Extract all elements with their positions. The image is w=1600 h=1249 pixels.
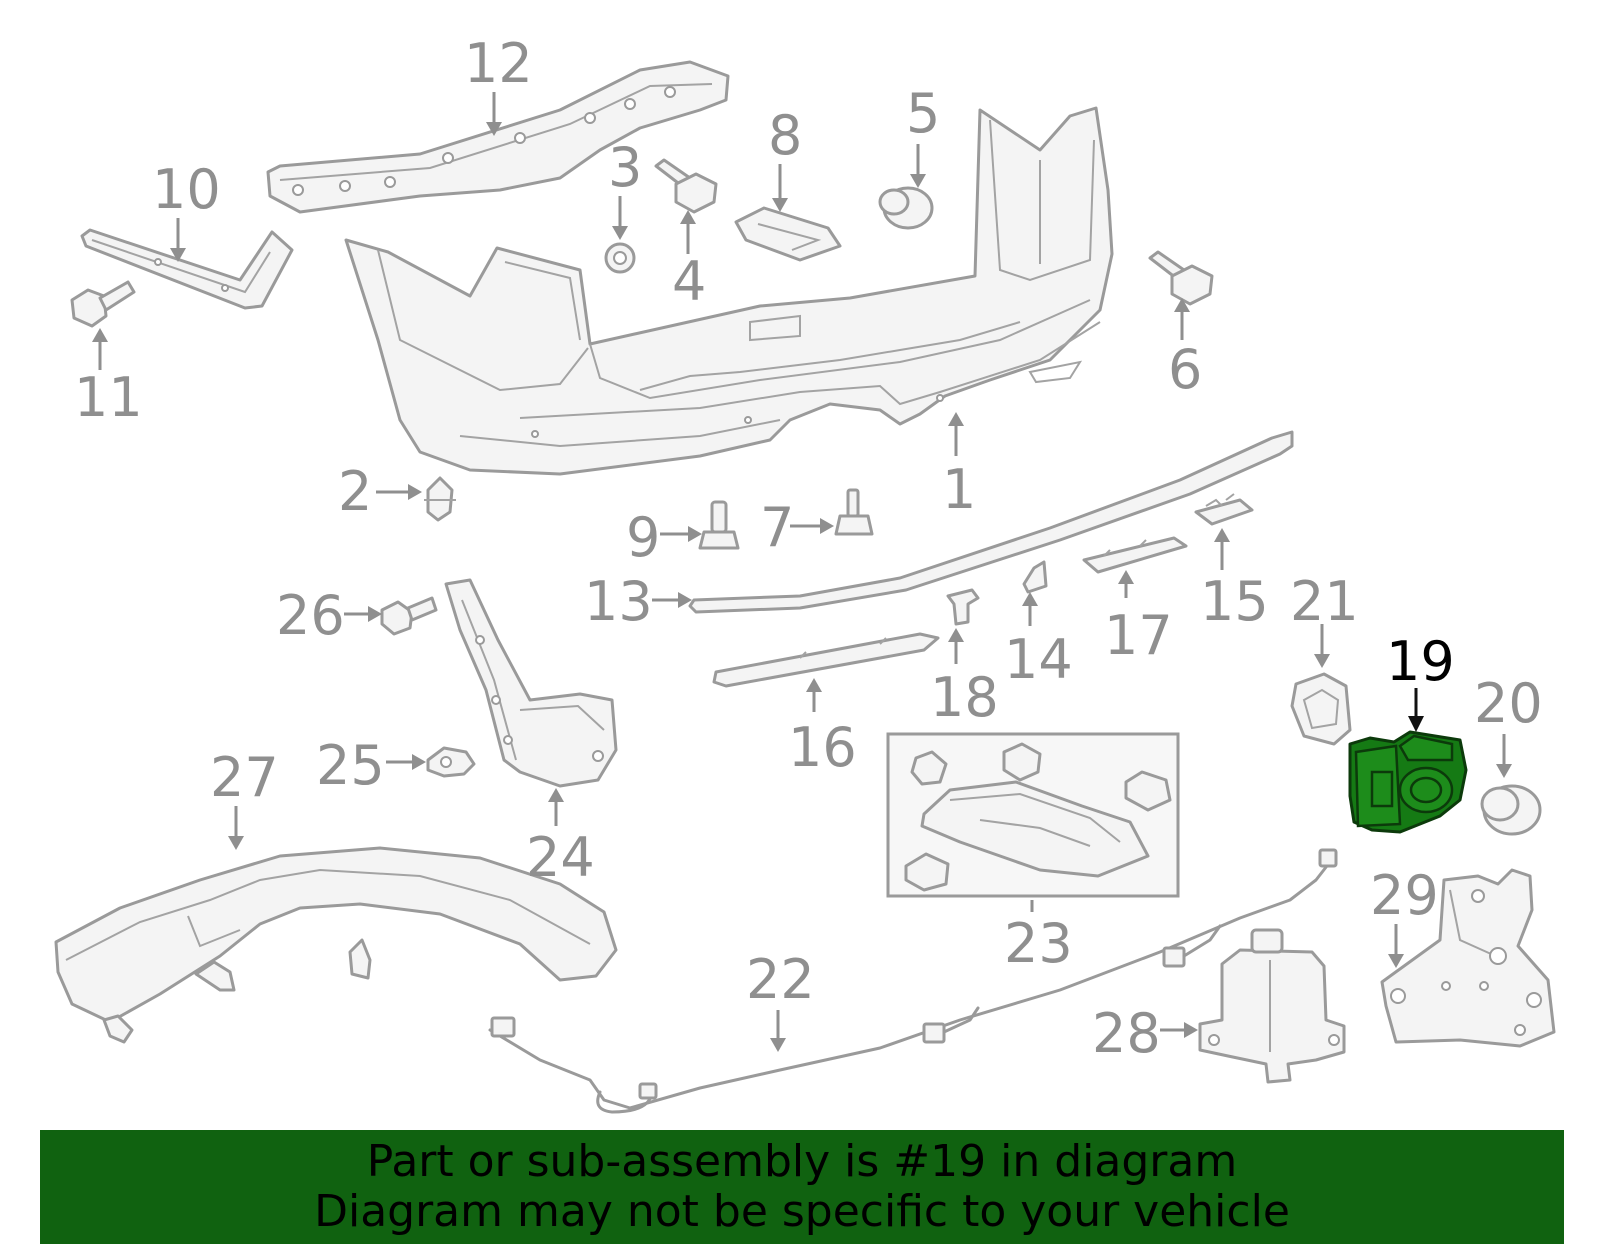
part-29-bracket[interactable]: [1380, 868, 1556, 1048]
callout-16: 16: [788, 716, 857, 779]
part-12-reinforcement[interactable]: [266, 60, 730, 214]
callout-17: 17: [1104, 604, 1173, 667]
callout-26: 26: [276, 584, 345, 647]
callout-2: 2: [338, 460, 372, 523]
info-banner: Part or sub-assembly is #19 in diagram D…: [40, 1130, 1564, 1244]
part-5-plug[interactable]: [878, 186, 934, 230]
part-7-bolt[interactable]: [834, 488, 874, 536]
callout-3: 3: [608, 136, 642, 199]
callout-6: 6: [1168, 338, 1202, 401]
part-27-panel[interactable]: [54, 846, 618, 1044]
part-24-guard[interactable]: [444, 578, 618, 788]
part-4-bolt[interactable]: [654, 158, 718, 214]
callout-20: 20: [1474, 672, 1543, 735]
part-26-bolt[interactable]: [380, 596, 438, 636]
part-15-clip[interactable]: [1194, 493, 1254, 526]
callout-10: 10: [152, 158, 221, 221]
part-16-strip[interactable]: [712, 632, 940, 688]
part-11-bolt[interactable]: [70, 280, 136, 328]
part-19-sensor-highlighted[interactable]: [1348, 730, 1468, 834]
part-14-clip[interactable]: [1022, 560, 1048, 594]
part-17-strip[interactable]: [1082, 536, 1188, 574]
callout-5: 5: [906, 82, 940, 145]
callout-21: 21: [1290, 570, 1359, 633]
callout-9: 9: [626, 506, 660, 569]
callout-22: 22: [746, 948, 815, 1011]
callout-18: 18: [930, 666, 999, 729]
callout-8: 8: [768, 104, 802, 167]
callout-27: 27: [210, 746, 279, 809]
callout-1: 1: [942, 458, 976, 521]
part-20-ring[interactable]: [1480, 784, 1542, 836]
callout-25: 25: [316, 734, 385, 797]
part-21-bracket[interactable]: [1290, 672, 1352, 746]
callout-29: 29: [1370, 864, 1439, 927]
callout-4: 4: [672, 250, 706, 313]
part-22-harness[interactable]: [488, 848, 1338, 1114]
part-25-clip[interactable]: [426, 746, 476, 778]
part-28-module[interactable]: [1198, 928, 1346, 1084]
leader-arrows: [92, 92, 1512, 1052]
part-8-bracket[interactable]: [734, 206, 842, 262]
callout-13: 13: [584, 570, 653, 633]
part-10-bracket[interactable]: [80, 228, 294, 310]
callout-11: 11: [74, 366, 143, 429]
callout-24: 24: [526, 826, 595, 889]
part-13-molding[interactable]: [688, 430, 1294, 614]
part-1-bumper-cover[interactable]: [344, 106, 1114, 476]
callout-labels: 1 2 3 4 5 6 7 8 9 10 11 12 13 14 15 16 1…: [74, 32, 1543, 1065]
part-23-kit[interactable]: [886, 732, 1180, 898]
part-3-washer[interactable]: [604, 242, 636, 274]
callout-14: 14: [1004, 628, 1073, 691]
callout-19-highlighted: 19: [1386, 630, 1455, 693]
callout-23: 23: [1004, 912, 1073, 975]
callout-12: 12: [464, 32, 533, 95]
callout-28: 28: [1092, 1002, 1161, 1065]
callout-15: 15: [1200, 570, 1269, 633]
callout-7: 7: [760, 496, 794, 559]
part-18-clip[interactable]: [946, 588, 980, 626]
part-6-bolt[interactable]: [1148, 250, 1214, 306]
banner-line-disclaimer: Diagram may not be specific to your vehi…: [314, 1186, 1290, 1237]
part-9-bolt[interactable]: [698, 500, 740, 550]
banner-line-part: Part or sub-assembly is #19 in diagram: [366, 1136, 1238, 1187]
part-2-clip[interactable]: [424, 476, 456, 522]
